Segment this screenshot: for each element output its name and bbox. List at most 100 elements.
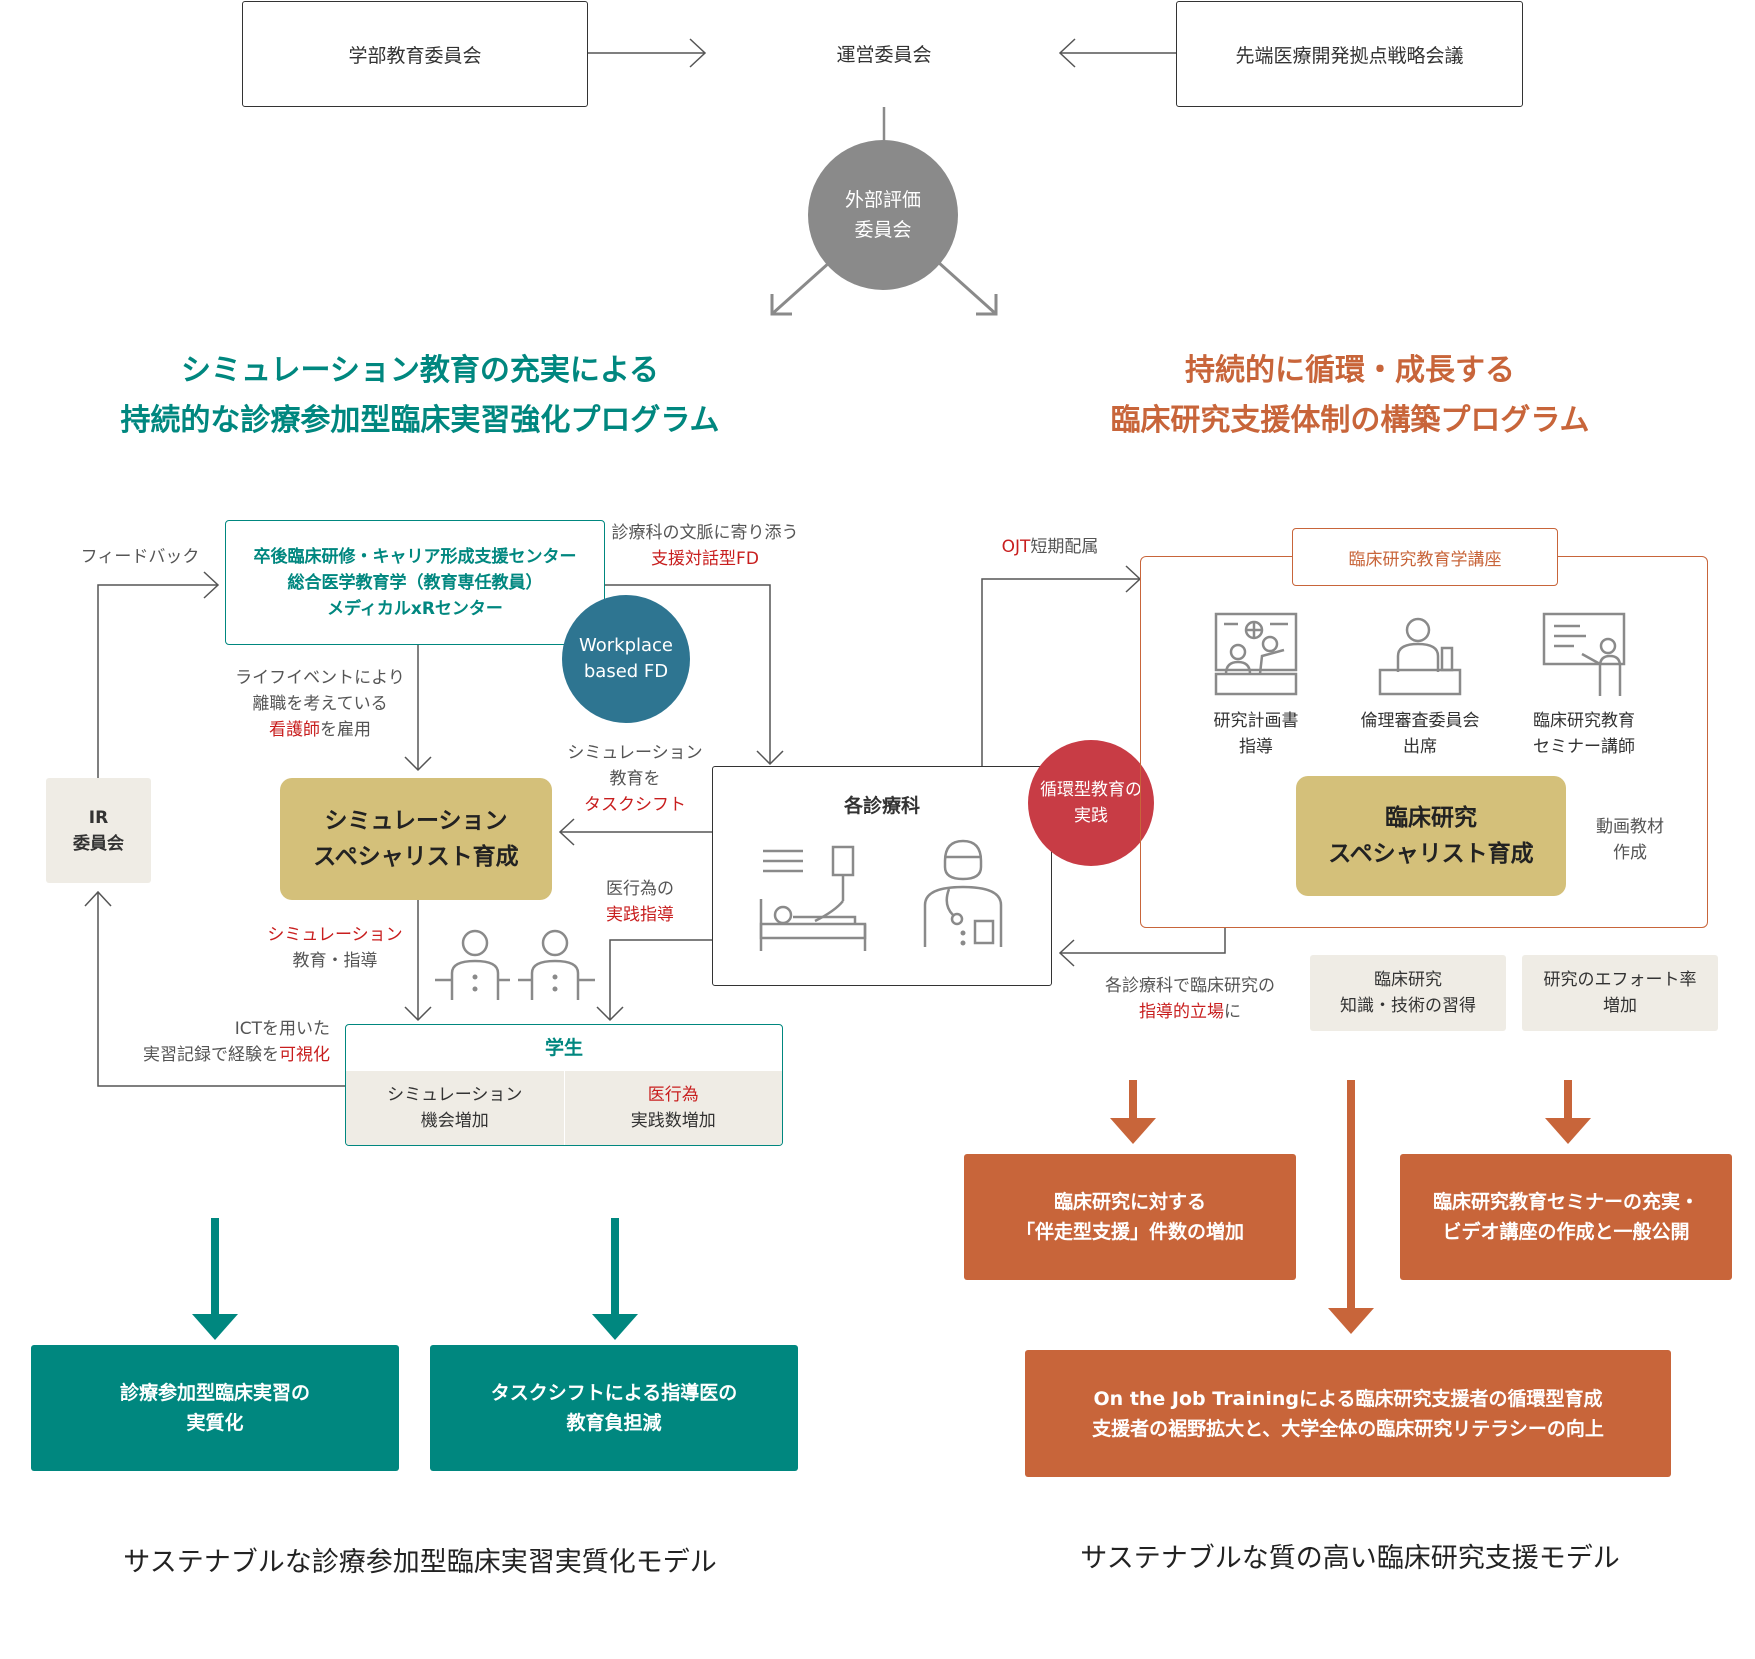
seminar-lecturer-label: 臨床研究教育 セミナー講師: [1502, 708, 1666, 760]
effort-box: 研究のエフォート率 増加: [1522, 955, 1718, 1031]
left-program-title: シミュレーション教育の充実による 持続的な診療参加型臨床実習強化プログラム: [60, 346, 780, 446]
ir-line2: 委員会: [73, 833, 124, 854]
cyclic-line1: 循環型教育の: [1040, 780, 1142, 800]
right-program-title: 持続的に循環・成長する 臨床研究支援体制の構築プログラム: [1000, 346, 1700, 446]
center-box-line1: 卒後臨床研修・キャリア形成支援センター: [253, 546, 577, 567]
left-title-line1: シミュレーション教育の充実による: [181, 353, 659, 388]
ojt-label: OJT短期配属: [980, 534, 1120, 560]
research-plan-icon: [1214, 612, 1298, 696]
center-box-line3: メディカルxRセンター: [327, 598, 503, 619]
right-model-caption: サステナブルな質の高い臨床研究支援モデル: [1080, 1543, 1620, 1574]
ethics-committee-icon: [1378, 617, 1462, 696]
knowledge-box: 臨床研究 知識・技術の習得: [1310, 955, 1506, 1031]
icon1-line1: 研究計画書: [1213, 711, 1299, 731]
effort-line2: 増加: [1603, 996, 1637, 1016]
left-outcome-2: タスクシフトによる指導医の 教育負担減: [430, 1345, 798, 1471]
ethics-committee-label: 倫理審査委員会 出席: [1338, 708, 1502, 760]
workplace-fd-line1: Workplace: [578, 635, 673, 656]
faculty-committee-label: 学部教育委員会: [348, 44, 482, 67]
left-outcome-1: 診療参加型臨床実習の 実質化: [31, 1345, 399, 1471]
right-outcome-3: On the Job Trainingによる臨床研究支援者の循環型育成 支援者の…: [1025, 1350, 1671, 1477]
strategy-meeting-label: 先端医療開発拠点戦略会議: [1235, 44, 1464, 67]
right-outcome2-line1: 臨床研究教育セミナーの充実・: [1432, 1191, 1699, 1213]
departments-box: 各診療科: [712, 766, 1052, 986]
left-outcome1-line1: 診療参加型臨床実習の: [119, 1382, 310, 1404]
sim-guidance-label: シミュレーション 教育・指導: [255, 922, 415, 974]
course-label-box: 臨床研究教育学講座: [1292, 528, 1558, 586]
left-outcome2-line2: 教育負担減: [566, 1412, 662, 1434]
right-outcome1-line1: 臨床研究に対する: [1053, 1191, 1206, 1213]
icon3-line2: セミナー講師: [1533, 737, 1635, 757]
left-outcome2-line1: タスクシフトによる指導医の: [490, 1382, 738, 1404]
student-cell1-line1: シミュレーション: [387, 1085, 523, 1105]
life-event-red: 看護師: [269, 720, 320, 740]
dept-context-line1: 診療科の文脈に寄り添う: [611, 523, 799, 543]
right-outcome2-line2: ビデオ講座の作成と一般公開: [1442, 1221, 1690, 1243]
sim-guidance-line2: 教育・指導: [292, 951, 378, 971]
faculty-committee-box: 学部教育委員会: [242, 1, 588, 107]
ir-committee-box: IR 委員会: [46, 778, 151, 883]
right-outcome3-line2: 支援者の裾野拡大と、大学全体の臨床研究リテラシーの向上: [1092, 1417, 1604, 1440]
student-cell-practice: 医行為 実践数増加: [564, 1071, 782, 1145]
ojt-rest: 短期配属: [1030, 537, 1099, 557]
left-outcome1-line2: 実質化: [186, 1412, 244, 1434]
sim-taskshift-label: シミュレーション 教育を タスクシフト: [550, 740, 720, 818]
right-title-line1: 持続的に循環・成長する: [1185, 353, 1515, 388]
ict-label: ICTを用いた 実習記録で経験を可視化: [110, 1016, 330, 1068]
right-title-line2: 臨床研究支援体制の構築プログラム: [1110, 403, 1590, 438]
steering-committee-label: 運営委員会: [836, 43, 932, 66]
students-icon: [435, 929, 595, 1000]
dept-context-line2: 支援対話型FD: [651, 549, 759, 569]
clin-specialist-line2: スペシャリスト育成: [1328, 841, 1534, 867]
workplace-fd-line2: based FD: [583, 661, 669, 682]
sim-specialist-line2: スペシャリスト育成: [313, 844, 519, 870]
sim-task-red: タスクシフト: [584, 795, 686, 815]
doctor-icon: [923, 839, 1003, 947]
students-box: 学生 シミュレーション 機会増加 医行為 実践数増加: [345, 1024, 783, 1146]
leading-position-label: 各診療科で臨床研究の 指導的立場に: [1090, 973, 1290, 1025]
medical-act-label: 医行為の 実践指導: [580, 876, 700, 928]
cyclic-education-circle: 循環型教育の 実践: [1028, 740, 1154, 866]
ir-line1: IR: [88, 807, 109, 828]
effort-line1: 研究のエフォート率: [1543, 970, 1697, 990]
icon3-line1: 臨床研究教育: [1533, 711, 1635, 731]
left-model-caption: サステナブルな診療参加型臨床実習実質化モデル: [123, 1547, 717, 1578]
knowledge-line2: 知識・技術の習得: [1340, 996, 1476, 1016]
video-material-label: 動画教材 作成: [1580, 814, 1680, 866]
clinical-specialist-box: 臨床研究 スペシャリスト育成: [1296, 776, 1566, 896]
hospital-bed-icon: [759, 845, 867, 951]
cyclic-line2: 実践: [1074, 806, 1108, 826]
sim-task-line2: 教育を: [609, 769, 661, 789]
lead-line1: 各診療科で臨床研究の: [1105, 976, 1275, 996]
sim-task-line1: シミュレーション: [567, 743, 703, 763]
ict-line1: ICTを用いた: [234, 1019, 330, 1039]
external-eval-line1: 外部評価: [844, 189, 921, 211]
course-label: 臨床研究教育学講座: [1348, 549, 1502, 570]
life-event-label: ライフイベントにより 離職を考えている 看護師を雇用: [220, 665, 420, 743]
strategy-meeting-box: 先端医療開発拠点戦略会議: [1176, 1, 1523, 107]
support-center-box: 卒後臨床研修・キャリア形成支援センター 総合医学教育学（教育専任教員） メディカ…: [225, 520, 605, 645]
external-eval-line2: 委員会: [854, 219, 912, 241]
left-title-line2: 持続的な診療参加型臨床実習強化プログラム: [120, 403, 720, 438]
life-event-rest: を雇用: [320, 720, 371, 740]
ict-red: 可視化: [279, 1045, 330, 1065]
research-plan-label: 研究計画書 指導: [1180, 708, 1332, 760]
external-evaluation-circle: 外部評価 委員会: [808, 140, 958, 290]
icon2-line2: 出席: [1403, 737, 1437, 757]
student-cell-sim: シミュレーション 機会増加: [346, 1071, 565, 1145]
icon1-line2: 指導: [1239, 737, 1273, 757]
steering-committee: 運営委員会: [784, 30, 984, 76]
icon2-line1: 倫理審査委員会: [1360, 711, 1480, 731]
medical-act-line1: 医行為の: [606, 879, 674, 899]
right-outcome-1: 臨床研究に対する 「伴走型支援」件数の増加: [964, 1154, 1296, 1280]
ict-line2: 実習記録で経験を: [143, 1045, 279, 1065]
video-line2: 作成: [1613, 843, 1647, 863]
medical-act-red: 実践指導: [606, 905, 674, 925]
sim-specialist-box: シミュレーション スペシャリスト育成: [280, 778, 552, 900]
dept-context-label: 診療科の文脈に寄り添う 支援対話型FD: [600, 520, 810, 572]
sim-guidance-red: シミュレーション: [267, 925, 403, 945]
lead-red: 指導的立場: [1139, 1002, 1224, 1022]
seminar-lecturer-icon: [1542, 612, 1626, 696]
feedback-label: フィードバック: [80, 547, 200, 567]
